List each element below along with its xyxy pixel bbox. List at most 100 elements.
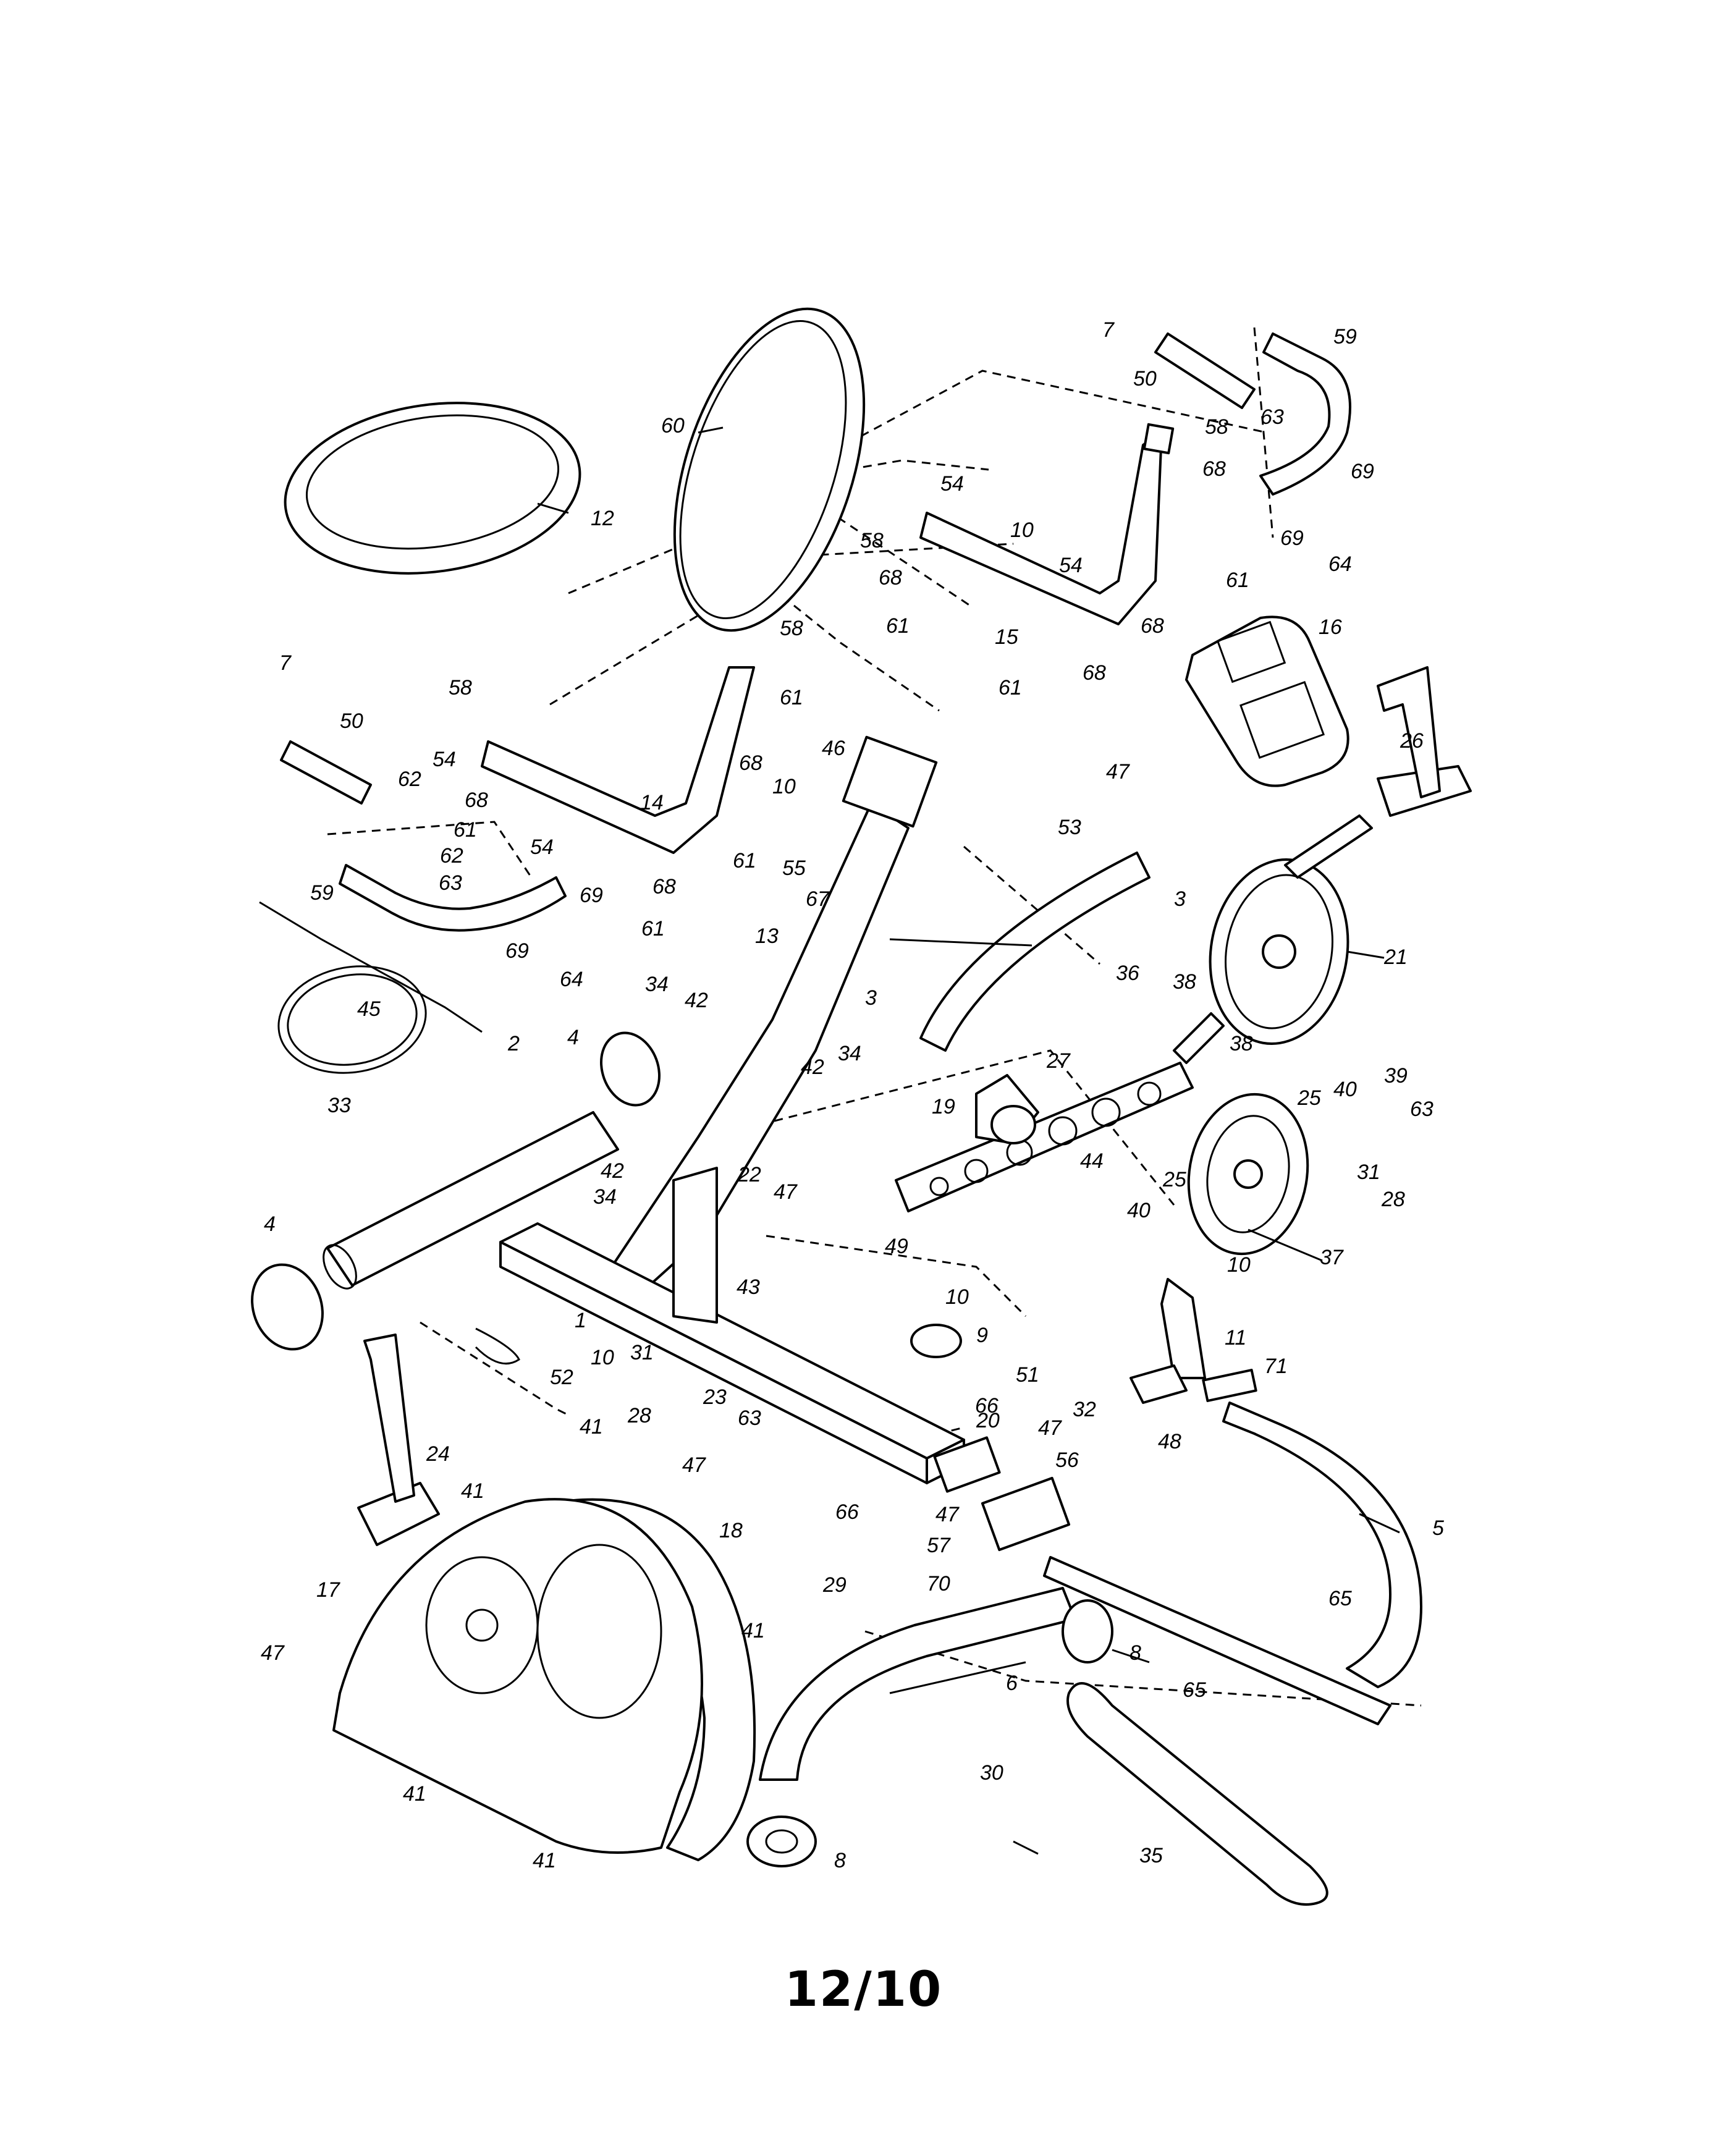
label-61: 61	[641, 917, 665, 941]
seat-back-part-60	[673, 307, 866, 632]
bracket-part-56	[981, 1476, 1071, 1552]
label-11: 11	[1225, 1326, 1246, 1350]
label-29: 29	[822, 1573, 847, 1597]
label-27: 27	[1046, 1049, 1071, 1073]
label-65: 65	[1183, 1678, 1206, 1702]
label-61: 61	[780, 686, 803, 709]
label-5: 5	[1432, 1516, 1444, 1540]
label-56: 56	[1055, 1448, 1079, 1472]
label-40: 40	[1333, 1078, 1357, 1101]
label-66: 66	[975, 1394, 999, 1418]
label-13: 13	[755, 924, 779, 948]
flywheel-part-21	[1173, 814, 1373, 1064]
page-number: 12/10	[784, 1962, 943, 2018]
label-25: 25	[1297, 1086, 1321, 1110]
label-28: 28	[1381, 1188, 1405, 1211]
label-64: 64	[560, 968, 583, 991]
label-52: 52	[550, 1366, 573, 1389]
label-42: 42	[685, 989, 708, 1012]
label-39: 39	[1384, 1064, 1408, 1088]
label-58: 58	[860, 529, 884, 552]
label-34: 34	[593, 1185, 617, 1209]
label-50: 50	[1133, 367, 1157, 391]
label-47: 47	[682, 1453, 706, 1477]
label-31: 31	[630, 1341, 654, 1364]
label-10: 10	[1227, 1253, 1251, 1277]
label-26: 26	[1400, 729, 1424, 753]
front-stabilizer-part-2	[323, 1111, 619, 1290]
label-71: 71	[1264, 1355, 1288, 1378]
brake-part-11	[1130, 1278, 1206, 1404]
label-68: 68	[1202, 457, 1226, 481]
label-35: 35	[1139, 1844, 1163, 1867]
label-61: 61	[733, 849, 756, 873]
label-68: 68	[465, 788, 488, 812]
label-54: 54	[940, 472, 964, 496]
bearing-set-part-44	[895, 1062, 1194, 1212]
label-63: 63	[738, 1406, 761, 1430]
label-8: 8	[834, 1849, 846, 1872]
handlebar-part-59-right	[1259, 332, 1351, 496]
leader-lines	[537, 426, 1400, 1855]
label-61: 61	[454, 818, 477, 842]
label-46: 46	[822, 737, 845, 760]
pedal-part-24	[357, 1334, 440, 1546]
label-50: 50	[340, 709, 363, 733]
label-70: 70	[927, 1572, 950, 1596]
upright-post-part-13	[610, 735, 938, 1293]
label-18: 18	[719, 1519, 743, 1542]
label-1: 1	[575, 1309, 586, 1332]
drive-wheel-part-37	[1187, 1093, 1309, 1256]
label-42: 42	[601, 1159, 624, 1183]
label-31: 31	[1357, 1160, 1380, 1184]
label-62: 62	[398, 767, 421, 791]
label-69: 69	[1351, 460, 1374, 483]
label-63: 63	[1410, 1097, 1434, 1121]
label-57: 57	[927, 1534, 951, 1557]
label-68: 68	[739, 751, 762, 775]
label-64: 64	[1328, 552, 1352, 576]
end-cap-part-8-lower	[746, 1816, 817, 1867]
label-10: 10	[772, 775, 796, 798]
label-47: 47	[261, 1641, 285, 1665]
label-68: 68	[1141, 614, 1164, 638]
label-58: 58	[1205, 415, 1228, 439]
label-34: 34	[838, 1042, 861, 1065]
label-54: 54	[1059, 554, 1083, 577]
label-47: 47	[935, 1503, 960, 1526]
label-58: 58	[780, 617, 803, 640]
grip-part-50-right	[1154, 332, 1256, 409]
label-63: 63	[439, 871, 462, 895]
label-10: 10	[591, 1346, 614, 1369]
handlebar-part-59-left	[339, 864, 567, 932]
label-48: 48	[1158, 1430, 1181, 1453]
label-58: 58	[449, 676, 472, 700]
knob-part-9	[910, 1324, 962, 1358]
label-62: 62	[440, 844, 463, 868]
label-41: 41	[741, 1619, 765, 1642]
label-69: 69	[1280, 526, 1304, 550]
label-68: 68	[652, 875, 676, 898]
label-42: 42	[801, 1055, 824, 1079]
bracket-part-20	[933, 1436, 1001, 1493]
label-8: 8	[1130, 1641, 1141, 1665]
label-61: 61	[999, 676, 1022, 700]
label-68: 68	[1083, 661, 1106, 685]
label-14: 14	[640, 791, 664, 814]
label-17: 17	[316, 1578, 340, 1602]
label-40: 40	[1127, 1199, 1151, 1222]
label-24: 24	[426, 1442, 450, 1466]
label-22: 22	[737, 1163, 761, 1186]
label-68: 68	[879, 566, 902, 590]
label-54: 54	[433, 748, 456, 771]
label-69: 69	[505, 939, 529, 963]
label-15: 15	[995, 625, 1018, 649]
end-cap-part-4-rear	[599, 1031, 661, 1107]
label-7: 7	[279, 651, 292, 675]
tube-part-6	[759, 1587, 1076, 1781]
arm-tube-part-53	[919, 852, 1151, 1052]
tension-knob-part-27	[975, 1074, 1039, 1144]
label-21: 21	[1383, 945, 1408, 969]
label-41: 41	[403, 1782, 426, 1806]
